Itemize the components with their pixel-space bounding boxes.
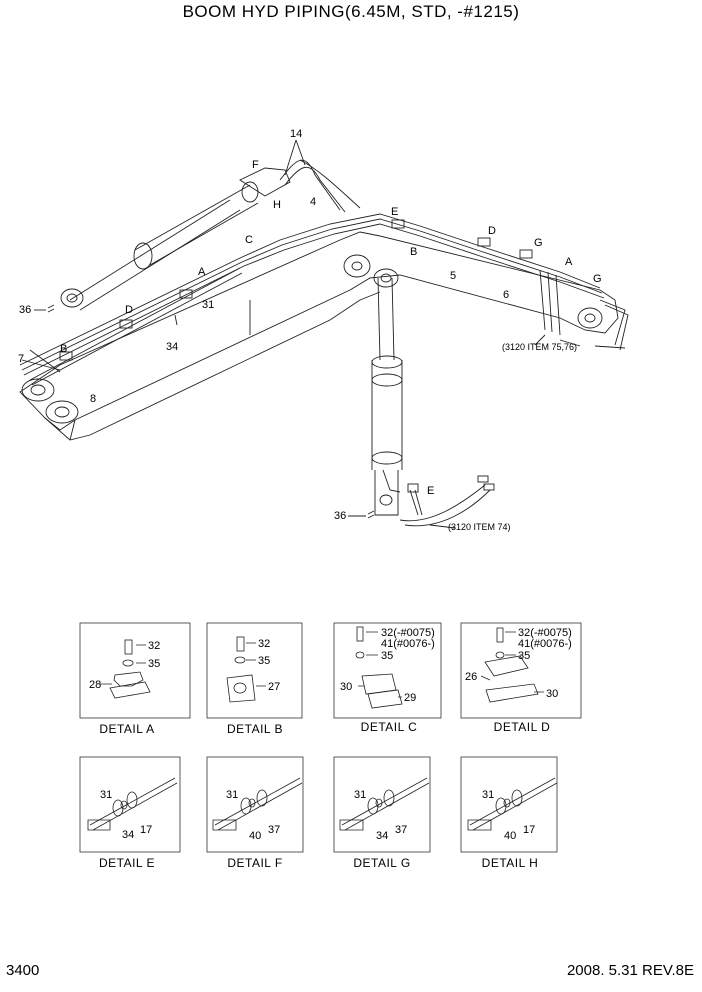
page-number: 3400 — [6, 962, 40, 979]
boom-lower-edge — [44, 291, 381, 441]
callout-36-bottom: 36 — [334, 510, 346, 522]
hose-boom-cyl-2 — [404, 489, 491, 527]
detail-c-label-30: 30 — [340, 681, 352, 693]
detail-a-label-28: 28 — [89, 679, 101, 691]
detail-g-label-31: 31 — [354, 789, 366, 801]
detail-e-label-17: 17 — [140, 824, 152, 836]
detail-f-label-31: 31 — [226, 789, 238, 801]
pipe-bundle-lower — [29, 267, 241, 381]
page-title: BOOM HYD PIPING(6.45M, STD, -#1215) — [182, 2, 520, 21]
callout-14: 14 — [290, 128, 302, 140]
detail-e-caption: DETAIL E — [98, 856, 155, 870]
arm-cylinder-tube — [134, 184, 259, 266]
callout-A-left: A — [198, 266, 206, 278]
detail-d-parts — [480, 627, 544, 703]
callout-H: H — [273, 199, 281, 211]
detail-a-parts — [100, 639, 151, 699]
boom-cylinder-rod — [377, 277, 395, 361]
detail-b-label-35: 35 — [258, 655, 270, 667]
callout-36-top: 36 — [19, 304, 31, 316]
callout-4: 4 — [310, 196, 316, 208]
callout-F: F — [252, 159, 259, 171]
detail-e-label-34: 34 — [122, 829, 134, 841]
detail-d-label-35: 35 — [518, 650, 530, 662]
detail-b-caption: DETAIL B — [226, 722, 283, 736]
ref-3120-item-74: (3120 ITEM 74) — [448, 522, 511, 532]
boom-foot-boss-upper — [21, 378, 55, 402]
callout-G-right: G — [593, 273, 602, 285]
callout-7: 7 — [18, 353, 24, 365]
detail-f-label-40: 40 — [249, 830, 261, 842]
callout-D-left: D — [125, 304, 133, 316]
detail-h-label-17: 17 — [523, 824, 535, 836]
detail-a-label-35: 35 — [148, 658, 160, 670]
ref-3120-item-75-76: (3120 ITEM 75,76) — [502, 342, 577, 352]
callout-34: 34 — [166, 341, 178, 353]
callout-31: 31 — [202, 299, 214, 311]
detail-g-label-34: 34 — [376, 830, 388, 842]
detail-f-parts — [212, 777, 303, 831]
detail-h-caption: DETAIL H — [481, 856, 539, 870]
arm-cylinder-rod — [69, 199, 241, 311]
boom-cylinder-tube — [371, 360, 403, 470]
detail-c-label-32: 32(-#0075) — [381, 627, 435, 639]
leader-14 — [284, 139, 306, 176]
hose-boom-cyl-1 — [399, 484, 486, 522]
detail-e-label-31: 31 — [100, 789, 112, 801]
detail-c-caption: DETAIL C — [360, 720, 418, 734]
hose-right-1 — [539, 269, 561, 336]
detail-c-label-41: 41(#0076-) — [381, 638, 435, 650]
callout-E-top: E — [391, 206, 398, 218]
boom-cylinder-boss — [343, 254, 371, 278]
detail-b-label-27: 27 — [268, 681, 280, 693]
detail-h-parts — [467, 777, 558, 831]
detail-c-label-29: 29 — [404, 692, 416, 704]
detail-h-label-40: 40 — [504, 830, 516, 842]
callout-G-top: G — [534, 237, 543, 249]
pipe-bundle-upper — [19, 213, 601, 366]
callout-E-bottom: E — [427, 485, 434, 497]
detail-e-parts — [87, 777, 178, 831]
boom-nose-boss — [577, 307, 603, 329]
callout-8: 8 — [90, 393, 96, 405]
callout-C: C — [245, 234, 253, 246]
boom-foot-boss-lower — [45, 400, 79, 424]
detail-d-label-30: 30 — [546, 688, 558, 700]
detail-g-parts — [339, 777, 430, 831]
hose-top-2 — [284, 167, 346, 213]
callout-A-right: A — [565, 256, 573, 268]
callout-D-top: D — [488, 225, 496, 237]
detail-h-label-31: 31 — [482, 789, 494, 801]
boom-body — [19, 231, 619, 431]
detail-b-parts — [226, 636, 266, 703]
detail-g-caption: DETAIL G — [353, 856, 411, 870]
detail-d-label-41: 41(#0076-) — [518, 638, 572, 650]
revision-date: 2008. 5.31 REV.8E — [566, 962, 694, 979]
callout-B-top: B — [410, 246, 417, 258]
detail-d-label-32: 32(-#0075) — [518, 627, 572, 639]
detail-f-caption: DETAIL F — [227, 856, 283, 870]
detail-b-label-32: 32 — [258, 638, 270, 650]
callout-5: 5 — [450, 270, 456, 282]
detail-c-parts — [355, 626, 403, 709]
detail-g-label-37: 37 — [395, 824, 407, 836]
detail-f-label-37: 37 — [268, 824, 280, 836]
detail-a-label-32: 32 — [148, 640, 160, 652]
hose-right-2 — [599, 299, 626, 346]
detail-c-label-35: 35 — [381, 650, 393, 662]
detail-a-caption: DETAIL A — [99, 722, 155, 736]
detail-d-label-26: 26 — [465, 671, 477, 683]
callout-B-left: B — [60, 343, 67, 355]
callout-6: 6 — [503, 289, 509, 301]
detail-d-caption: DETAIL D — [493, 720, 551, 734]
